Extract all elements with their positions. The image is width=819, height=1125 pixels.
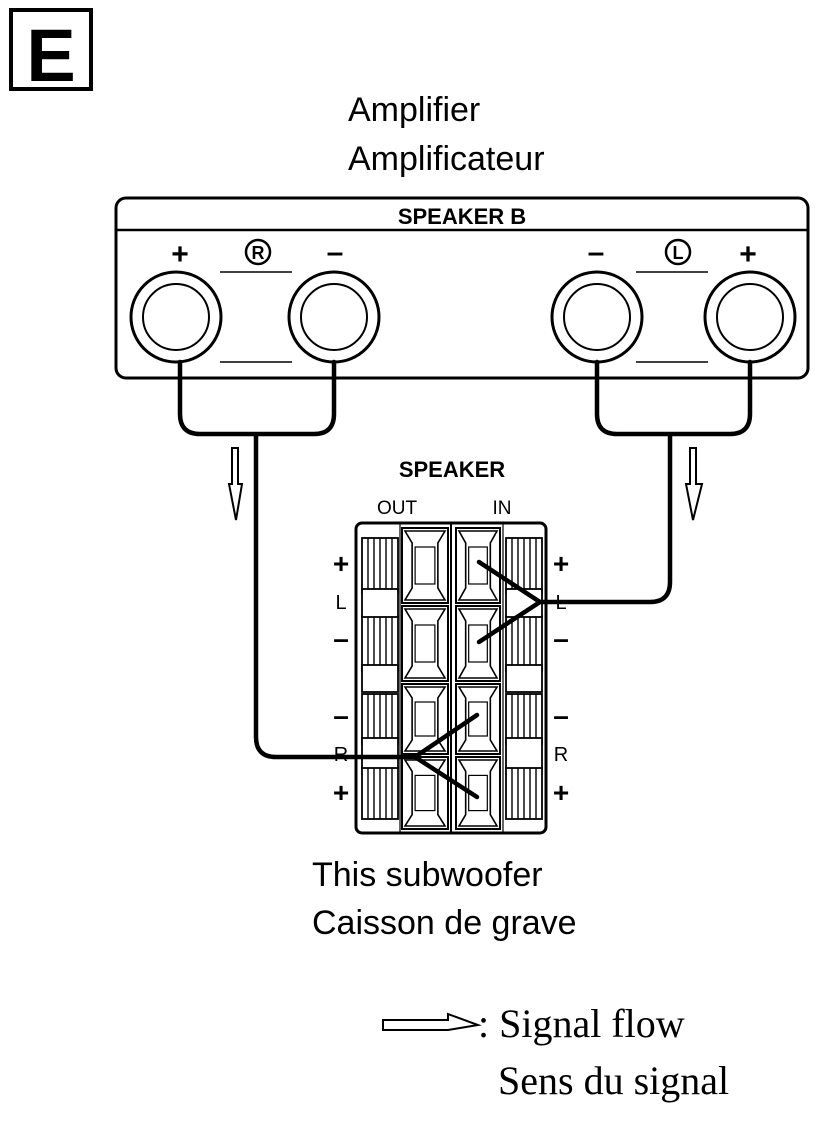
subwoofer-side-labels: + L – – R + + L – – R + — [333, 548, 569, 808]
sub-ridge-out-l-plus — [361, 537, 399, 594]
sub-ridge-in-l-minus — [505, 615, 543, 672]
sub-clip-in-r-plus — [455, 756, 501, 830]
amp-terminal-right-plus — [129, 270, 223, 364]
sub-in-r-plus: + — [553, 777, 569, 808]
wire-right-channel — [177, 359, 480, 800]
wire-left-channel — [476, 359, 753, 645]
sub-out-l-label: L — [335, 592, 346, 614]
speaker-wires — [177, 359, 753, 800]
legend-label-fr: Sens du signal — [498, 1058, 729, 1103]
amp-left-minus-label: – — [588, 236, 605, 269]
sub-out-l-plus: + — [333, 548, 349, 579]
sub-clip-out-l-minus — [401, 605, 449, 682]
amp-right-badge: R — [244, 238, 272, 266]
amp-terminal-left-plus — [703, 270, 797, 364]
amplifier-title-fr: Amplificateur — [348, 140, 545, 178]
sub-out-r-minus: – — [333, 700, 349, 731]
sub-clip-in-l-plus — [455, 527, 501, 604]
svg-text:R: R — [252, 243, 265, 263]
amp-right-plus-label: + — [171, 238, 189, 271]
sub-in-r-label: R — [554, 744, 568, 766]
svg-text:L: L — [673, 243, 684, 263]
sub-in-l-minus: – — [553, 623, 569, 654]
sub-out-l-minus: – — [333, 623, 349, 654]
amp-left-badge: L — [664, 238, 692, 266]
legend-label-en: : Signal flow — [478, 1001, 685, 1046]
subwoofer-caption-en: This subwoofer — [312, 856, 543, 894]
subwoofer-panel-label: SPEAKER — [399, 457, 505, 482]
sub-separator-right-2 — [505, 737, 543, 769]
sub-out-r-plus: + — [333, 777, 349, 808]
subwoofer-terminals — [361, 527, 543, 830]
amp-terminal-right-minus — [287, 270, 381, 364]
sub-separator-right-1 — [505, 664, 543, 693]
figure-letter-box: E — [9, 8, 93, 97]
sub-separator-left-1 — [361, 664, 399, 693]
sub-separator-left-2 — [361, 737, 399, 769]
signal-flow-arrow-down-right — [684, 447, 704, 521]
sub-ridge-in-r-plus — [505, 766, 543, 820]
sub-separator-left-0 — [361, 588, 399, 618]
sub-in-l-plus: + — [553, 548, 569, 579]
amp-terminal-left-minus — [550, 270, 644, 364]
sub-clip-in-r-minus — [455, 683, 501, 755]
sub-ridge-out-l-minus — [361, 615, 399, 672]
sub-ridge-in-r-minus — [505, 693, 543, 745]
signal-flow-arrow-legend — [382, 1012, 482, 1031]
figure-letter: E — [26, 14, 75, 97]
sub-clip-out-r-plus — [401, 756, 449, 830]
amplifier-panel-label: SPEAKER B — [398, 204, 526, 229]
amp-left-plus-label: + — [739, 238, 757, 271]
subwoofer-in-label: IN — [493, 498, 512, 519]
amp-right-minus-label: – — [327, 236, 344, 269]
signal-flow-arrow-down-left — [227, 447, 244, 521]
sub-clip-out-l-plus — [401, 527, 449, 604]
subwoofer-caption-fr: Caisson de grave — [312, 904, 577, 942]
amplifier-title-en: Amplifier — [348, 91, 480, 129]
subwoofer-out-label: OUT — [377, 498, 418, 519]
sub-ridge-out-r-plus — [361, 766, 399, 820]
sub-in-r-minus: – — [553, 700, 569, 731]
sub-ridge-out-r-minus — [361, 693, 399, 745]
sub-clip-out-r-minus — [401, 683, 449, 755]
amplifier-panel: SPEAKER B — [114, 196, 810, 380]
